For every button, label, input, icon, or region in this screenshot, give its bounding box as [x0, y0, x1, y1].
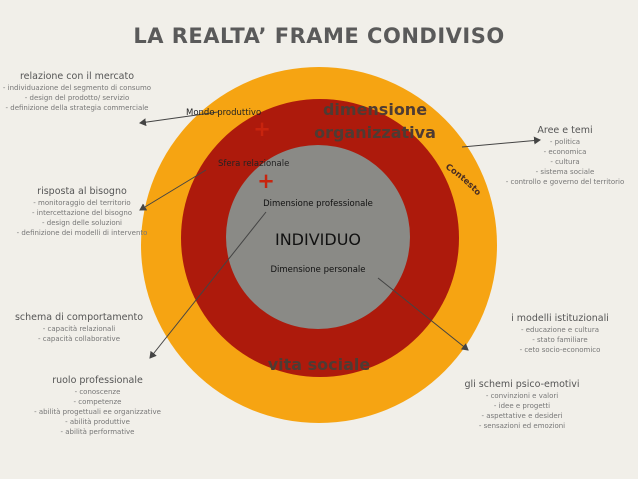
- block-aree-temi: Aree e temi - politica - economica - cul…: [496, 124, 634, 187]
- list-item: - abilità produttive: [65, 418, 130, 426]
- block-ruolo-professionale: ruolo professionale - conoscenze - compe…: [20, 374, 175, 437]
- arrow-relazione-mercato: [139, 111, 219, 127]
- block-title: relazione con il mercato: [19, 71, 135, 82]
- list-item: - ceto socio-economico: [519, 346, 601, 354]
- list-item: - idee e progetti: [493, 402, 551, 410]
- list-item: - conoscenze: [74, 388, 121, 396]
- list-item: - politica: [549, 138, 581, 146]
- list-item: - aspettative e desideri: [481, 412, 563, 420]
- label-dimensione: dimensione: [323, 100, 427, 119]
- label-dimensione-professionale: Dimensione professionale: [263, 199, 373, 209]
- block-relazione-mercato: relazione con il mercato - individuazion…: [2, 70, 152, 113]
- list-item: - abilità performative: [60, 428, 135, 436]
- list-item: - design del prodotto/ servizio: [24, 94, 130, 102]
- label-sfera-relazionale: Sfera relazionale: [218, 159, 289, 169]
- arrow-ruolo-professionale: [149, 211, 267, 359]
- list-item: - educazione e cultura: [520, 326, 600, 334]
- list-item: - individuazione del segmento di consumo: [2, 84, 152, 92]
- list-item: - abilità progettuali ee organizzative: [34, 408, 161, 416]
- block-title: ruolo professionale: [52, 375, 143, 386]
- list-item: - cultura: [550, 158, 580, 166]
- block-title: risposta al bisogno: [37, 186, 127, 197]
- list-item: - definizione della strategia commercial…: [5, 104, 149, 112]
- plus-mondo-produttivo: +: [253, 117, 271, 141]
- list-item: - definizione dei modelli di intervento: [16, 229, 148, 237]
- block-title: Aree e temi: [537, 125, 593, 136]
- plus-sfera-relazionale: +: [257, 169, 275, 193]
- label-individuo: INDIVIDUO: [275, 230, 361, 249]
- page-title: LA REALTA’ FRAME CONDIVISO: [133, 24, 505, 48]
- list-item: - sistema sociale: [535, 168, 595, 176]
- list-item: - economica: [543, 148, 587, 156]
- list-item: - competenze: [73, 398, 122, 406]
- block-title: schema di comportamento: [14, 312, 144, 323]
- list-item: - monitoraggio del territorio: [33, 199, 131, 207]
- block-schema-comportamento: schema di comportamento - capacità relaz…: [4, 311, 154, 344]
- list-item: - intercettazione del bisogno: [31, 209, 133, 217]
- list-item: - stato familiare: [532, 336, 588, 344]
- label-mondo-produttivo: Mondo produttivo: [186, 108, 261, 118]
- core-circle-individuo: [226, 145, 410, 329]
- list-item: - convinzioni e valori: [485, 392, 559, 400]
- list-item: - capacità collaborative: [37, 335, 121, 343]
- list-item: - design delle soluzioni: [42, 219, 122, 227]
- list-item: - capacità relazionali: [42, 325, 116, 333]
- arrow-risposta-bisogno: [139, 169, 207, 211]
- label-organizzativa: organizzativa: [314, 123, 436, 142]
- list-item: - controllo e governo del territorio: [505, 178, 625, 186]
- list-item: - sensazioni ed emozioni: [478, 422, 566, 430]
- block-title: gli schemi psico-emotivi: [464, 379, 580, 390]
- block-title: i modelli istituzionali: [511, 313, 609, 324]
- block-risposta-bisogno: risposta al bisogno - monitoraggio del t…: [2, 185, 162, 238]
- arrow-aree-temi: [461, 136, 541, 148]
- block-schemi-psico-emotivi: gli schemi psico-emotivi - convinzioni e…: [448, 378, 596, 431]
- block-modelli-istituzionali: i modelli istituzionali - educazione e c…: [490, 312, 630, 355]
- arrow-schemi-psico-emotivi: [377, 277, 469, 351]
- label-dimensione-personale: Dimensione personale: [270, 265, 365, 275]
- label-vita-sociale: vita sociale: [268, 355, 371, 374]
